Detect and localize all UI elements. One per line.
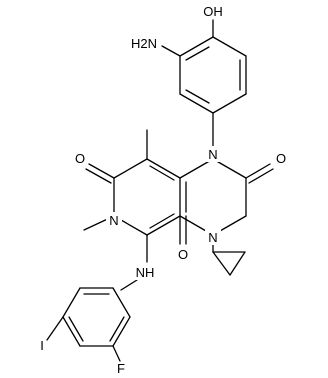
nh-label: NH <box>136 265 155 280</box>
nh-mask <box>132 264 158 280</box>
c2-o-bond-b <box>248 168 274 184</box>
amino-bond <box>161 45 181 57</box>
o4-label: O <box>178 247 188 262</box>
aminophenol-ring <box>179 36 247 114</box>
c2-o-bond-a <box>245 163 271 179</box>
n6-label: N <box>109 213 118 228</box>
nh-aryl-bond <box>120 279 138 291</box>
fluoroiodophenyl-ring <box>62 287 131 347</box>
o7-label: O <box>75 151 85 166</box>
pyridone-ring <box>113 158 181 236</box>
fluorine-label: F <box>117 361 125 376</box>
c7-o-bond-a <box>88 163 115 179</box>
amino-label: H2N <box>131 36 157 51</box>
cyclopropyl <box>212 251 246 276</box>
n6-mask <box>106 212 122 228</box>
n1-mask <box>205 146 221 162</box>
o2-label: O <box>276 151 286 166</box>
c-i-bond <box>46 316 64 341</box>
c7-o-bond-b <box>85 168 112 184</box>
hydroxyl-label: OH <box>203 4 223 19</box>
c-f-bond <box>112 345 121 362</box>
pyrimidine-ring <box>179 158 247 236</box>
n3-label: N <box>208 230 217 245</box>
n1-label: N <box>208 147 217 162</box>
n3-mask <box>205 229 221 245</box>
iodine-label: I <box>40 338 44 353</box>
